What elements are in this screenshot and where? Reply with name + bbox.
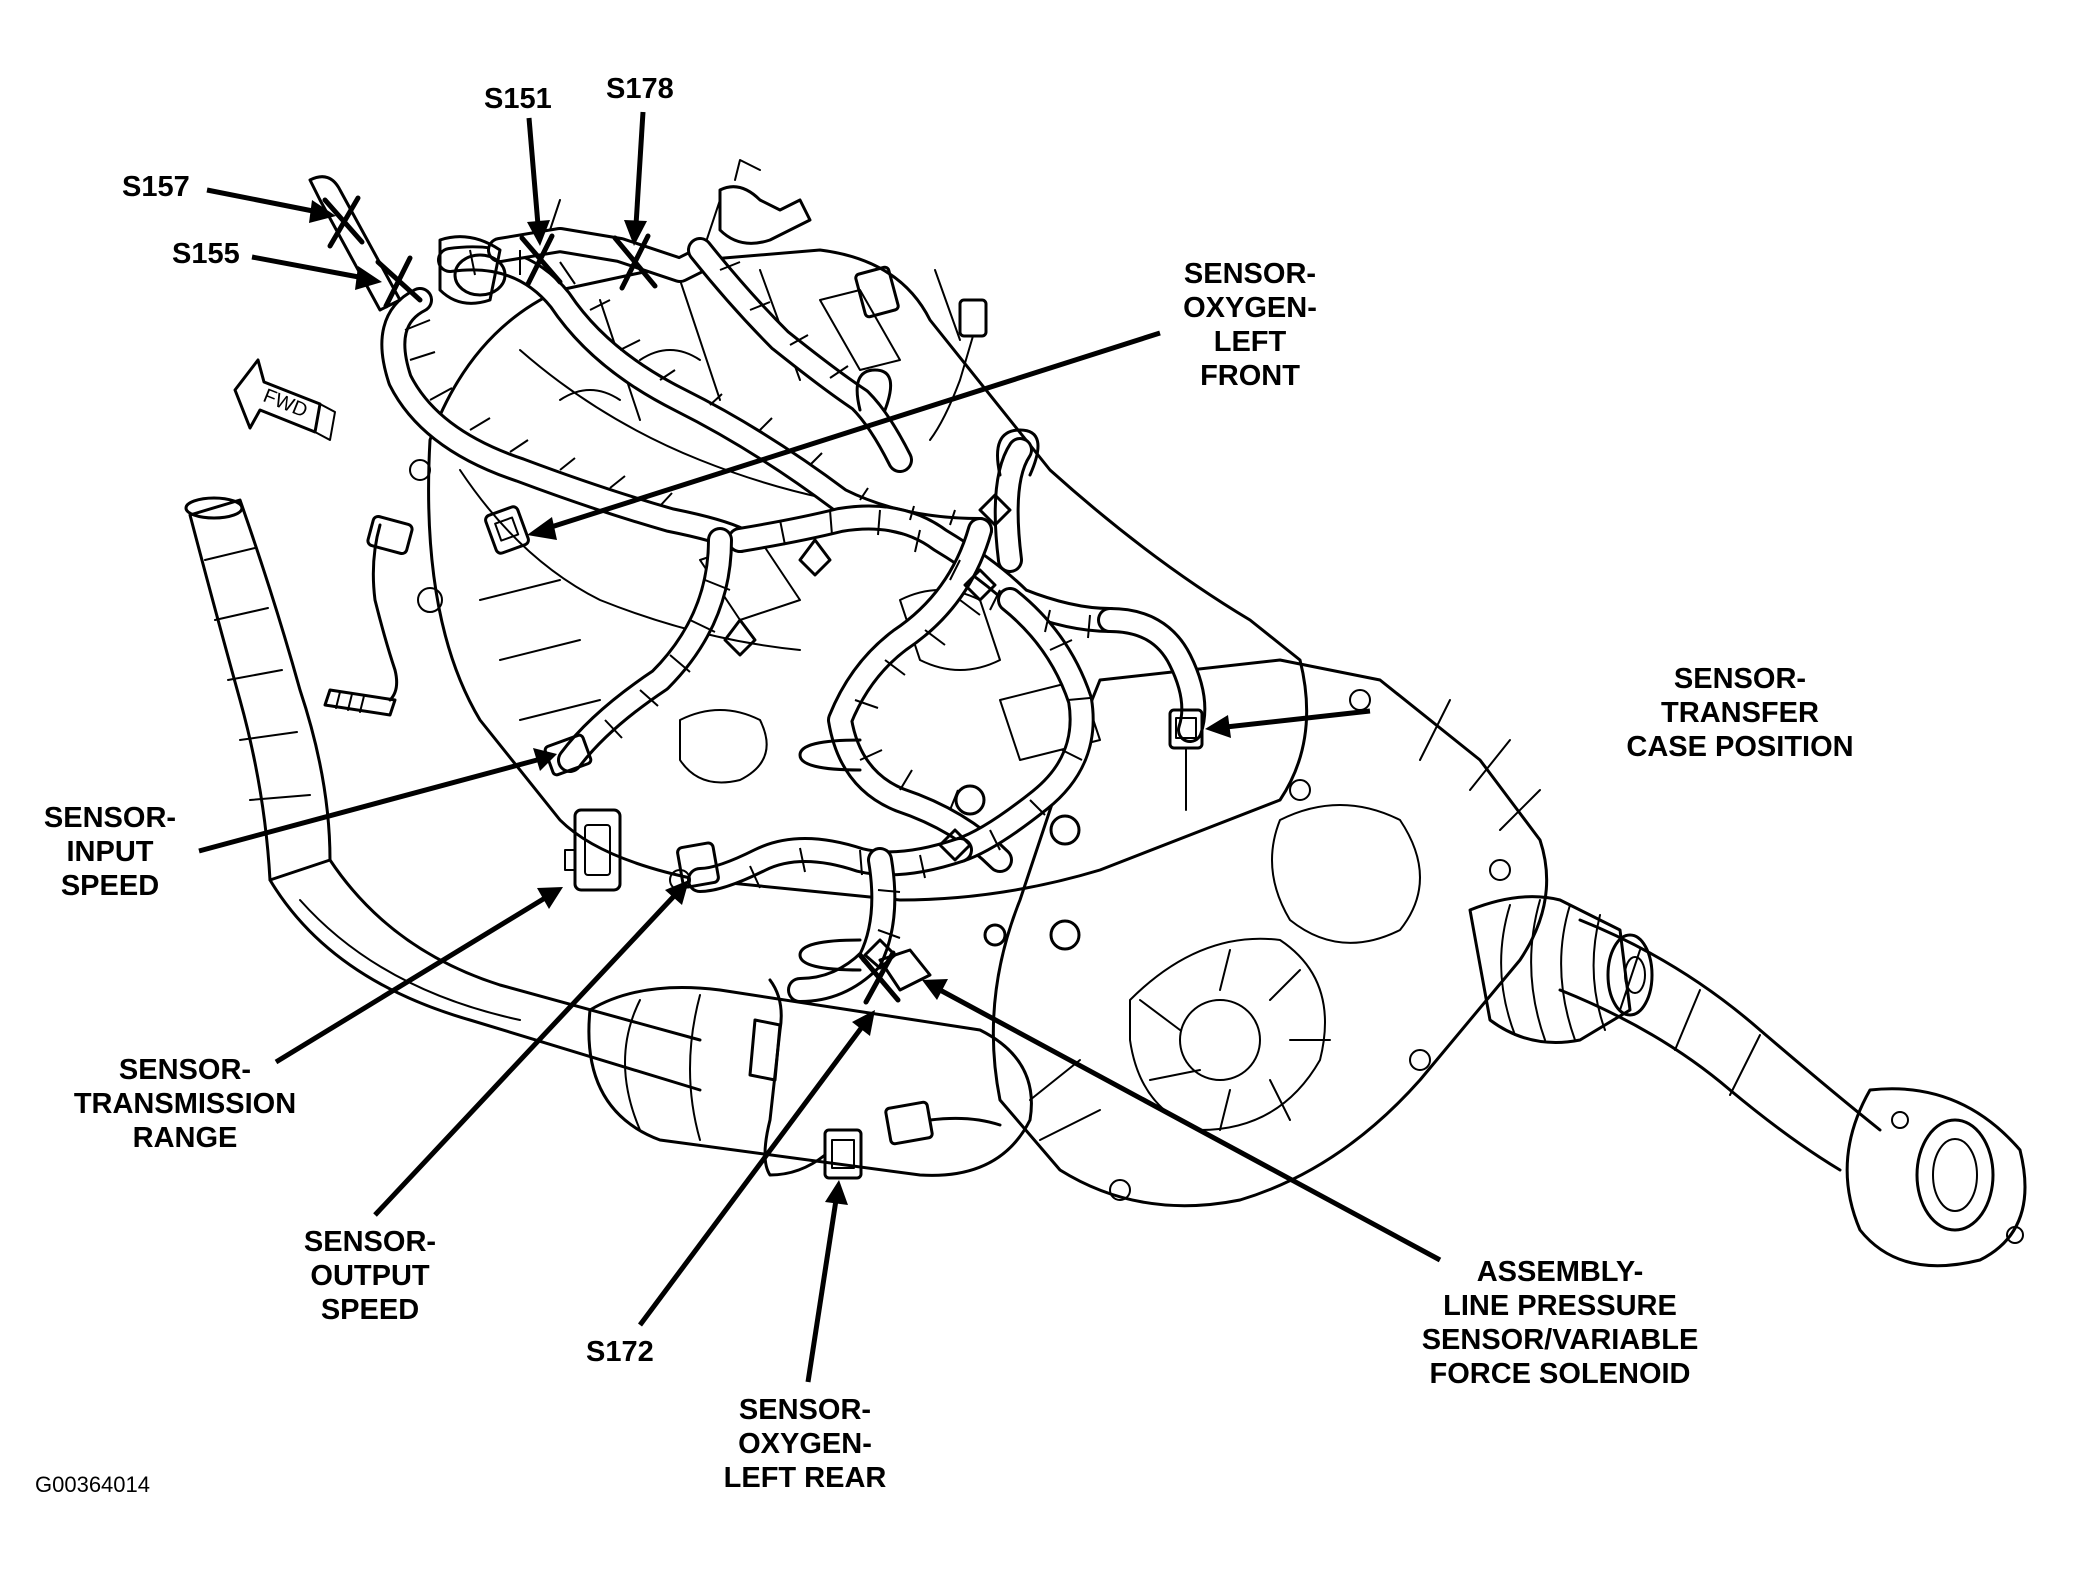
label-line: RANGE xyxy=(132,1122,238,1154)
transfer-case-position-connector xyxy=(1168,708,1204,811)
splice-s172-x-icon xyxy=(857,950,901,1005)
splice-label-text: S155 xyxy=(172,238,240,270)
catalytic-converter xyxy=(587,986,1033,1177)
oxygen-left-front-connector xyxy=(484,505,530,555)
label-transfer-case-position: SENSOR- TRANSFER CASE POSITION xyxy=(1605,662,1875,764)
label-line: FORCE SOLENOID xyxy=(1429,1358,1691,1390)
transfer-case xyxy=(991,658,1549,1208)
label-line: LEFT REAR xyxy=(723,1462,887,1494)
label-line: SENSOR/VARIABLE xyxy=(1421,1324,1699,1356)
label-line: LEFT xyxy=(1213,326,1287,358)
label-line: INPUT xyxy=(66,836,154,868)
transmission-range-connector xyxy=(564,808,622,892)
exhaust-pipe-rear xyxy=(1558,918,2027,1268)
exhaust-pipe-front xyxy=(184,496,702,1092)
label-line: SENSOR- xyxy=(738,1394,872,1426)
label-line: OXYGEN- xyxy=(1183,292,1317,324)
label-line: SENSOR- xyxy=(1673,663,1807,695)
input-speed-connector xyxy=(543,733,593,777)
splice-markers xyxy=(322,195,901,1005)
label-transmission-range: SENSOR- TRANSMISSION RANGE xyxy=(70,1053,300,1155)
label-line-pressure-vfs: ASSEMBLY- LINE PRESSURE SENSOR/VARIABLE … xyxy=(1410,1255,1710,1391)
splice-label-s155: S155 xyxy=(172,237,240,271)
label-line: FRONT xyxy=(1200,360,1300,392)
splice-s157-x-icon xyxy=(322,195,365,249)
splice-s178-x-icon xyxy=(612,233,658,291)
splice-label-text: S178 xyxy=(606,73,674,105)
label-output-speed: SENSOR- OUTPUT SPEED xyxy=(290,1225,450,1327)
wiring-harness xyxy=(380,227,1207,1003)
splice-s151-x-icon xyxy=(519,233,563,287)
leader-lines xyxy=(198,111,1442,1383)
fwd-arrow-icon: FWD xyxy=(233,358,336,441)
splice-label-s178: S178 xyxy=(606,72,674,106)
label-line: OUTPUT xyxy=(310,1260,430,1292)
splice-label-s172: S172 xyxy=(586,1335,654,1369)
transmission-case xyxy=(409,199,1309,951)
label-line: LINE PRESSURE xyxy=(1443,1290,1677,1322)
splice-label-s151: S151 xyxy=(484,82,552,116)
label-line: SENSOR- xyxy=(1183,258,1317,290)
label-line: SENSOR- xyxy=(118,1054,252,1086)
oxygen-left-rear-connector xyxy=(748,978,1002,1180)
label-line: SENSOR- xyxy=(303,1226,437,1258)
splice-label-text: S172 xyxy=(586,1336,654,1368)
label-oxygen-left-rear: SENSOR- OXYGEN- LEFT REAR xyxy=(715,1393,895,1495)
output-shaft xyxy=(1468,895,1654,1044)
label-line: SPEED xyxy=(320,1294,420,1326)
splice-label-text: S151 xyxy=(484,83,552,115)
figure-id: G00364014 xyxy=(35,1472,150,1497)
label-line: OXYGEN- xyxy=(738,1428,872,1460)
splice-label-text: S157 xyxy=(122,171,190,203)
label-oxygen-left-front: SENSOR- OXYGEN- LEFT FRONT xyxy=(1175,257,1325,393)
label-line: ASSEMBLY- xyxy=(1476,1256,1644,1288)
label-line: CASE POSITION xyxy=(1626,731,1854,763)
label-line: SENSOR- xyxy=(43,802,177,834)
line-pressure-connector xyxy=(878,948,932,992)
connectors xyxy=(308,159,1204,1180)
splice-s155-x-icon xyxy=(375,255,423,309)
label-line: TRANSMISSION xyxy=(73,1088,297,1120)
label-line: TRANSFER xyxy=(1661,697,1819,729)
label-line: SPEED xyxy=(60,870,160,902)
splice-label-s157: S157 xyxy=(122,170,190,204)
label-input-speed: SENSOR- INPUT SPEED xyxy=(35,801,185,903)
